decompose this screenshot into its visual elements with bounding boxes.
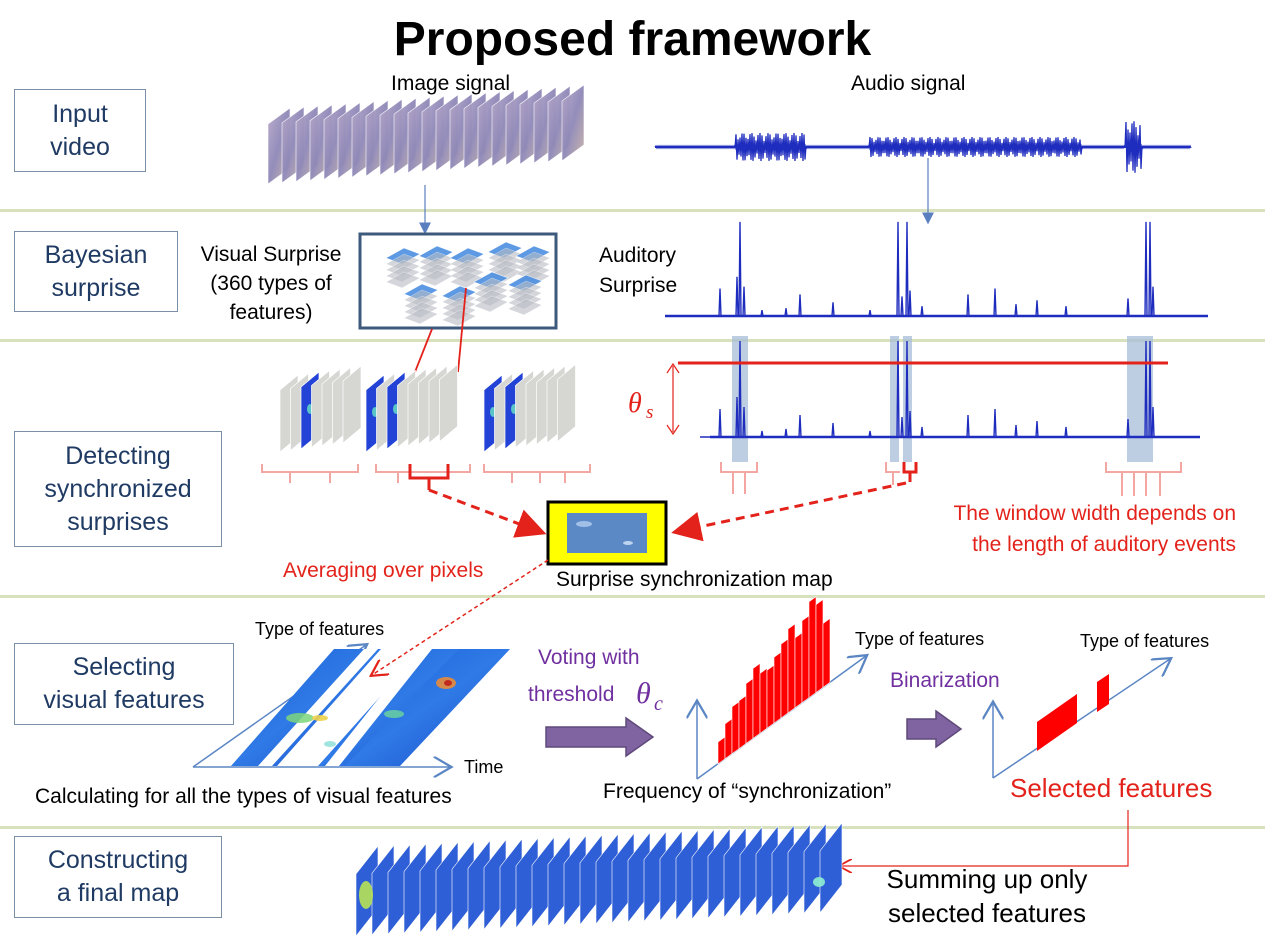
auditory-surprise-plot [665, 221, 1208, 318]
voting-label-line2: threshold [528, 683, 615, 706]
stage-detecting-line2: synchronized [44, 474, 192, 503]
selected-features-label: Selected features [1010, 773, 1213, 803]
summing-line2: selected features [887, 898, 1086, 928]
sync-map-image [546, 500, 668, 566]
auditory-surprise-label: Auditory Surprise [599, 241, 677, 301]
stage-input-video: Input video [14, 89, 146, 172]
stage-constructing-line2: a final map [56, 879, 180, 907]
summing-label: Summing up only selected features [865, 862, 1109, 930]
auditory-surprise-line1: Auditory [599, 244, 677, 267]
highlighted-audio-bracket [902, 462, 918, 482]
stage-bayesian-line2: surprise [51, 273, 141, 302]
theta-c-subscript: c [654, 693, 663, 715]
highlighted-visual-bracket [408, 464, 450, 490]
separator-1 [0, 209, 1265, 212]
separator-4 [0, 826, 1265, 829]
voting-arrow [545, 716, 655, 758]
binarization-label: Binarization [890, 669, 1000, 692]
window-note-line2: the length of auditory events [972, 533, 1236, 556]
stage-constructing-final-map: Constructing a final map [14, 836, 222, 918]
visual-window-brackets [261, 464, 591, 483]
summing-line1: Summing up only [886, 864, 1088, 894]
audio-to-sync-arrow [671, 481, 907, 542]
separator-3 [0, 595, 1265, 598]
visual-surprise-box [358, 232, 558, 330]
stage-constructing-line1: Constructing [47, 846, 189, 874]
stage-detecting-line1: Detecting [65, 441, 171, 470]
type-of-features-label-2: Type of features [855, 629, 985, 649]
frequency-histogram [697, 596, 866, 780]
stage-detecting-synchronized: Detecting synchronized surprises [14, 431, 222, 547]
final-map-frames [355, 821, 843, 937]
stage-input-video-line1: Input [52, 99, 108, 128]
stage-selecting-line1: Selecting [72, 653, 176, 681]
link-line-2 [457, 287, 467, 373]
stage-input-video-line2: video [50, 132, 110, 161]
separator-2 [0, 339, 1265, 342]
type-of-features-label-1: Type of features [255, 619, 385, 639]
calc-all-label: Calculating for all the types of visual … [35, 785, 452, 808]
visual-surprise-line1: Visual Surprise [200, 243, 342, 266]
visual-surprise-label: Visual Surprise (360 types of features) [182, 240, 360, 327]
feature-type-time-plot [192, 645, 510, 767]
auditory-surprise-line2: Surprise [599, 274, 678, 297]
sync-map-label: Surprise synchronization map [556, 568, 833, 591]
selected-to-final-arrow [840, 810, 1129, 866]
visual-to-sync-arrow [428, 488, 547, 538]
image-frames-stack [267, 84, 585, 185]
visual-surprise-line2: (360 types of [210, 272, 332, 295]
averaging-label: Averaging over pixels [283, 559, 484, 582]
audio-waveform [654, 121, 1192, 173]
audio-window-brackets [720, 462, 1182, 496]
binarization-arrow [906, 709, 963, 749]
window-width-note: The window width depends on the length o… [880, 498, 1236, 560]
image-signal-label: Image signal [391, 72, 511, 95]
theta-s-symbol: θ [628, 388, 642, 419]
voting-label-line1: Voting with [538, 646, 640, 669]
stage-bayesian-line1: Bayesian [44, 240, 148, 269]
page-title: Proposed framework [393, 13, 872, 66]
visual-surprise-line3: features) [229, 301, 313, 324]
stage-selecting-line2: visual features [43, 686, 205, 714]
theta-c-symbol: θ [636, 677, 651, 710]
auditory-threshold-plot [666, 336, 1200, 462]
stage-bayesian-surprise: Bayesian surprise [14, 231, 178, 312]
stage-detecting-line3: surprises [67, 507, 169, 536]
averaging-arrow [372, 559, 549, 675]
frequency-label: Frequency of “synchronization” [603, 780, 892, 803]
binarized-features-plot [993, 659, 1170, 779]
audio-signal-label: Audio signal [851, 72, 966, 95]
type-of-features-label-3: Type of features [1080, 631, 1210, 651]
stage-selecting-visual-features: Selecting visual features [14, 643, 234, 725]
time-label: Time [464, 757, 504, 777]
window-note-line1: The window width depends on [953, 502, 1236, 525]
feature-map-frames [279, 363, 576, 453]
theta-s-subscript: s [646, 402, 653, 423]
